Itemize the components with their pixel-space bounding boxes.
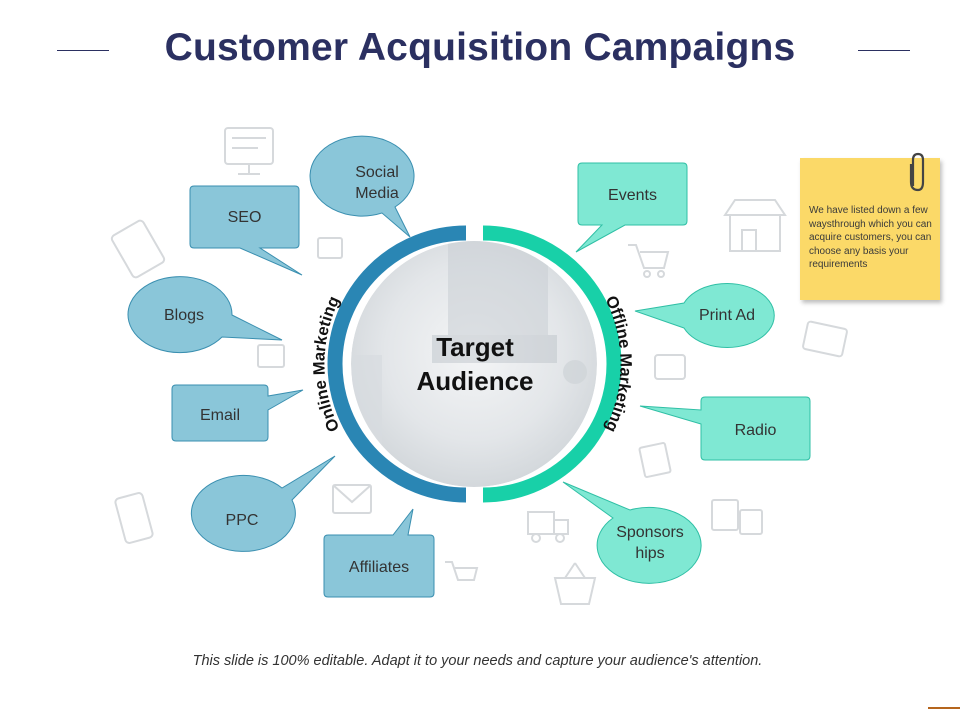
social-media-line-2: Media [355, 185, 399, 202]
store-icon-2 [257, 344, 285, 368]
blogs-label: Blogs [163, 306, 205, 324]
ppc-label: PPC [225, 511, 259, 529]
center-line-1: Target [436, 332, 514, 362]
shopping-bag-icon [638, 441, 672, 479]
affiliates-label: Affiliates [348, 558, 410, 576]
radio-bubble[interactable] [639, 396, 811, 461]
social-media-bubble[interactable] [309, 135, 415, 238]
footer-caption: This slide is 100% editable. Adapt it to… [192, 653, 763, 669]
offline-bubbles [562, 162, 811, 584]
title-right-rule [858, 50, 910, 51]
cart-icon-3 [317, 237, 343, 259]
sponsorships-bubble[interactable] [562, 481, 702, 584]
phone-shop-icon [114, 492, 154, 544]
seo-label: SEO [227, 208, 262, 226]
center-line-2: Audience [416, 366, 534, 396]
online-marketing-arc [327, 225, 467, 503]
page-title: Customer Acquisition Campaigns [164, 26, 796, 69]
sponsorships-line-1: Sponsors [616, 524, 684, 541]
print-ad-label: Print Ad [698, 306, 756, 324]
shopping-cart-icon [628, 244, 670, 278]
target-audience-label: Target Audience [390, 330, 560, 398]
free-delivery-icon [802, 320, 848, 358]
email-label: Email [199, 406, 240, 424]
paperclip-icon [909, 152, 925, 192]
note-text: We have listed down a few waysthrough wh… [809, 205, 932, 270]
sponsorships-label: Sponsors hips [598, 520, 702, 566]
presentation-icon [224, 127, 274, 175]
basket-icon [553, 562, 597, 605]
radio-label: Radio [734, 421, 777, 439]
store-icon [723, 199, 787, 252]
social-media-line-1: Social [355, 164, 399, 181]
background-icons [110, 127, 848, 605]
offline-marketing-arc [482, 225, 622, 503]
sticky-note: We have listed down a few waysthrough wh… [800, 152, 940, 300]
email-icon [332, 484, 372, 514]
bag-icon-2 [711, 499, 763, 535]
title-left-rule [57, 50, 109, 51]
events-label: Events [608, 186, 657, 204]
email-bubble[interactable] [171, 384, 304, 442]
online-bubbles [127, 135, 435, 598]
sponsorships-line-2: hips [635, 545, 665, 562]
tablet-icon [110, 219, 166, 279]
blogs-bubble[interactable] [127, 276, 283, 354]
affiliates-bubble[interactable] [323, 508, 435, 598]
seo-bubble[interactable] [189, 185, 303, 276]
wallet-icon [654, 354, 686, 380]
events-bubble[interactable] [575, 162, 688, 253]
social-media-label: Social Media [330, 160, 424, 206]
ppc-bubble[interactable] [190, 455, 336, 552]
print-ad-bubble[interactable] [634, 283, 775, 348]
shopping-cart-icon-2 [445, 561, 479, 581]
delivery-truck-icon [527, 511, 569, 543]
corner-accent [928, 707, 960, 709]
